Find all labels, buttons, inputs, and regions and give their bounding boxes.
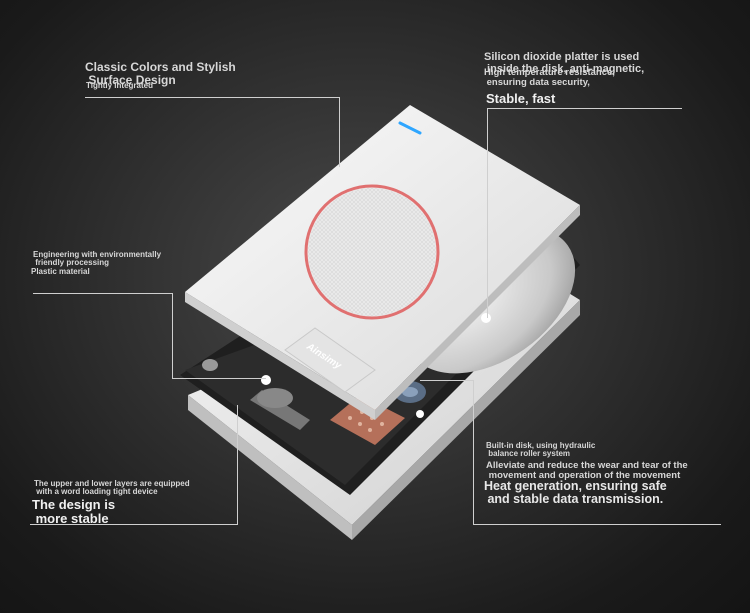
- leader-colors-h: [85, 97, 340, 98]
- platter-text-1: Silicon dioxide platter is used inside t…: [484, 51, 645, 75]
- callout-dot-platter: [481, 313, 491, 323]
- eng-text-2: Plastic material: [31, 267, 90, 276]
- led-indicator: [398, 121, 422, 135]
- leader-colors-v: [339, 97, 340, 167]
- mesh-circle: [308, 188, 436, 316]
- platter-text-2: High temperature resistance, ensuring da…: [484, 67, 615, 88]
- leader-eng-h: [33, 293, 173, 294]
- red-ring: [304, 184, 440, 320]
- leader-platter-h: [487, 108, 682, 109]
- callout-dot-mechanism: [416, 410, 424, 418]
- leader-builtin-h: [473, 524, 721, 525]
- leader-eng-h2: [172, 378, 266, 379]
- builtin-text-2: Alleviate and reduce the wear and tear o…: [486, 460, 688, 481]
- layers-text-2: The design is more stable: [32, 497, 116, 526]
- layers-text-1: The upper and lower layers are equipped …: [34, 479, 190, 497]
- builtin-text-1: Built-in disk, using hydraulic balance r…: [486, 441, 596, 459]
- colors-subtitle: Tightly integrated: [86, 81, 153, 90]
- leader-layers-v: [237, 405, 238, 525]
- leader-eng-v: [172, 293, 173, 378]
- colors-title: Classic Colors and Stylish Surface Desig…: [85, 60, 236, 87]
- leader-builtin-v: [473, 380, 474, 525]
- circuit-board: [330, 395, 405, 445]
- platter-text-3: Stable, fast: [486, 91, 556, 106]
- leader-platter-v: [487, 108, 488, 318]
- builtin-text-3: Heat generation, ensuring safe and stabl…: [484, 479, 667, 507]
- brand-plate: [284, 327, 376, 393]
- leader-layers-h: [30, 524, 238, 525]
- leader-builtin-h2: [420, 380, 474, 381]
- eng-text-1: Engineering with environmentally friendl…: [33, 250, 162, 268]
- callout-dot-shell: [261, 375, 271, 385]
